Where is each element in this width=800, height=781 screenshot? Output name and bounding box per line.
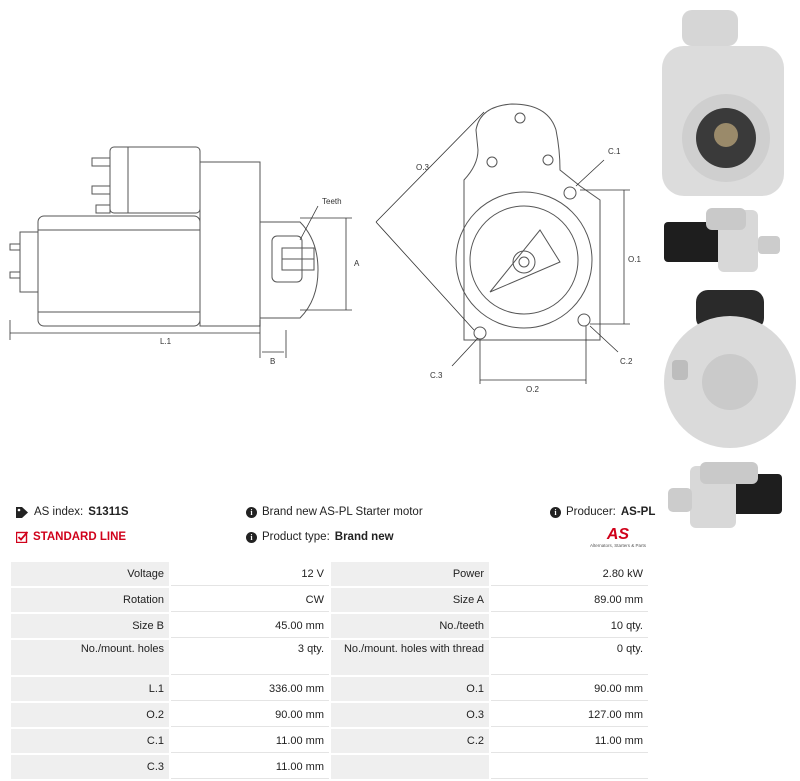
dim-c1-label: C.1 xyxy=(608,147,621,156)
dim-c3-label: C.3 xyxy=(430,371,443,380)
logo-mark: AS xyxy=(606,526,630,543)
info-icon: i xyxy=(550,506,561,518)
spec-value: 90.00 mm xyxy=(491,677,648,701)
spec-value: 11.00 mm xyxy=(491,729,648,753)
photo-side-view-2 xyxy=(668,462,782,528)
spec-label: No./mount. holes xyxy=(11,640,169,675)
spec-value: CW xyxy=(171,588,329,612)
spec-label: No./teeth xyxy=(331,614,489,638)
spec-value: 127.00 mm xyxy=(491,703,648,727)
dim-l1-label: L.1 xyxy=(160,337,172,346)
spec-value: 90.00 mm xyxy=(171,703,329,727)
teeth-label: Teeth xyxy=(322,197,342,206)
product-type-value: Brand new xyxy=(334,531,394,543)
standard-line-label: STANDARD LINE xyxy=(33,531,127,543)
info-icon: i xyxy=(246,531,257,543)
spec-label: Voltage xyxy=(11,562,169,586)
description-text: Brand new AS-PL Starter motor xyxy=(262,506,423,518)
spec-label: No./mount. holes with thread xyxy=(331,640,489,675)
spec-value: 0 qty. xyxy=(491,640,648,675)
dim-a-label: A xyxy=(354,259,360,268)
standard-line-row: STANDARD LINE xyxy=(16,531,126,543)
spec-value: 3 qty. xyxy=(171,640,329,675)
photo-front-view xyxy=(662,10,784,196)
spec-value: 45.00 mm xyxy=(171,614,329,638)
dim-o1-label: O.1 xyxy=(628,255,641,264)
product-type-row: i Product type: Brand new xyxy=(246,531,394,543)
product-type-label: Product type: xyxy=(262,531,330,543)
description-row: i Brand new AS-PL Starter motor xyxy=(246,506,423,518)
table-row: Size B 45.00 mm No./teeth 10 qty. xyxy=(11,614,648,638)
table-row: C.1 11.00 mm C.2 11.00 mm xyxy=(11,729,648,753)
spec-label: C.1 xyxy=(11,729,169,753)
producer-label: Producer: xyxy=(566,506,616,518)
specifications-table: Voltage 12 V Power 2.80 kW Rotation CW S… xyxy=(9,560,650,781)
dim-o2-label: O.2 xyxy=(526,385,539,394)
spec-value: 12 V xyxy=(171,562,329,586)
tag-icon xyxy=(16,506,28,518)
spec-value: 11.00 mm xyxy=(171,729,329,753)
spec-label: O.3 xyxy=(331,703,489,727)
table-row: L.1 336.00 mm O.1 90.00 mm xyxy=(11,677,648,701)
starter-front-view xyxy=(455,103,601,341)
dim-o3-label: O.3 xyxy=(416,163,429,172)
table-row: C.3 11.00 mm xyxy=(11,755,648,779)
as-pl-logo: AS Alternators, Starters & Parts xyxy=(586,527,650,553)
table-row: O.2 90.00 mm O.3 127.00 mm xyxy=(11,703,648,727)
producer-value: AS-PL xyxy=(620,506,656,518)
spec-label: L.1 xyxy=(11,677,169,701)
as-index-value: S1311S xyxy=(88,506,129,518)
spec-value: 89.00 mm xyxy=(491,588,648,612)
as-index-row: AS index: S1311S xyxy=(16,506,129,518)
producer-row: i Producer: AS-PL xyxy=(550,506,655,518)
dim-b-label: B xyxy=(270,357,275,366)
spec-value: 10 qty. xyxy=(491,614,648,638)
spec-label: O.2 xyxy=(11,703,169,727)
check-box-icon xyxy=(16,531,28,543)
spec-label: Power xyxy=(331,562,489,586)
table-row: Voltage 12 V Power 2.80 kW xyxy=(11,562,648,586)
spec-label: Size A xyxy=(331,588,489,612)
spec-value: 2.80 kW xyxy=(491,562,648,586)
starter-side-view xyxy=(9,146,319,327)
table-row: No./mount. holes 3 qty. No./mount. holes… xyxy=(11,640,648,675)
spec-label: Size B xyxy=(11,614,169,638)
info-icon: i xyxy=(246,506,257,518)
spec-value: 336.00 mm xyxy=(171,677,329,701)
table-row: Rotation CW Size A 89.00 mm xyxy=(11,588,648,612)
photo-rear-view xyxy=(664,290,796,448)
spec-label: C.2 xyxy=(331,729,489,753)
as-index-label: AS index: xyxy=(34,506,84,518)
spec-value: 11.00 mm xyxy=(171,755,329,779)
technical-drawing: Teeth A L.1 B O.3 C.1 O.1 C.2 C.3 O.2 xyxy=(9,103,641,394)
dim-c2-label: C.2 xyxy=(620,357,633,366)
spec-label: O.1 xyxy=(331,677,489,701)
spec-value xyxy=(491,755,648,779)
logo-tagline: Alternators, Starters & Parts xyxy=(589,543,647,548)
spec-label xyxy=(331,755,489,779)
spec-label: C.3 xyxy=(11,755,169,779)
product-photos xyxy=(662,10,796,528)
photo-side-view xyxy=(664,208,780,272)
spec-label: Rotation xyxy=(11,588,169,612)
